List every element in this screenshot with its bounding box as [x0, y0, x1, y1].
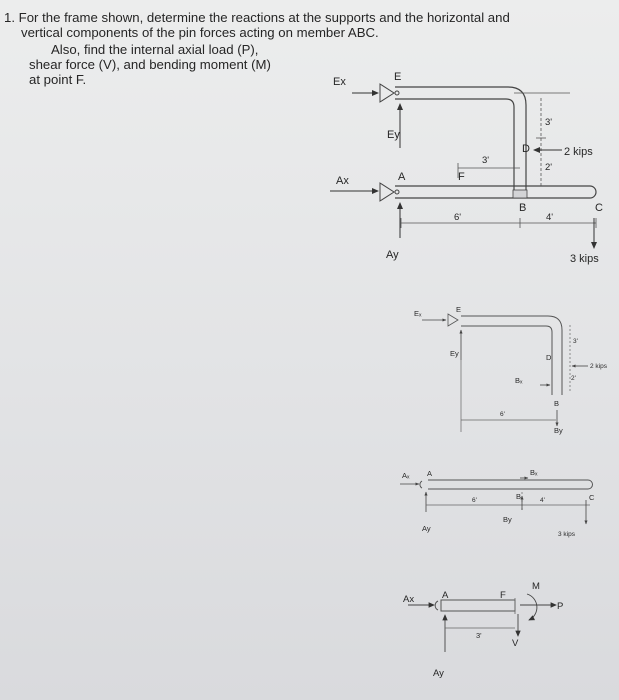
- fbd2-load-2kips: 2 kips: [590, 363, 608, 370]
- problem-line-1: 1. For the frame shown, determine the re…: [4, 10, 510, 25]
- fbd4-label-ay: Ay: [433, 668, 444, 679]
- fbd3-label-ax: Aₓ: [402, 471, 410, 480]
- problem-line-4: shear force (V), and bending moment (M): [29, 57, 271, 72]
- label-ey: Ey: [387, 129, 400, 141]
- fbd3-label-a: A: [427, 469, 432, 478]
- fbd4-label-p: P: [557, 601, 563, 612]
- fbd2-dim-3: 3': [573, 338, 578, 345]
- load-2kips: 2 kips: [564, 146, 593, 158]
- fbd4-label-a: A: [442, 590, 449, 601]
- fbd-section-f: Ax A F M P V Ay 3': [403, 581, 563, 679]
- label-c: C: [595, 202, 603, 214]
- fbd4-label-m: M: [532, 581, 540, 592]
- fbd4-label-ax: Ax: [403, 594, 414, 605]
- fbd-member-ed: Eₓ E Ey Bₓ D B By 3' 2' 6' 2 kips: [414, 305, 608, 435]
- fbd2-dim-6: 6': [500, 411, 505, 418]
- problem-line-3: Also, find the internal axial load (P),: [51, 42, 259, 57]
- fbd3-label-c: C: [589, 493, 595, 502]
- fbd3-dim-4: 4': [540, 497, 545, 504]
- label-b: B: [519, 202, 526, 214]
- member-ed: [395, 86, 527, 196]
- problem-statement: 1. For the frame shown, determine the re…: [4, 10, 614, 87]
- label-ay: Ay: [386, 249, 399, 261]
- fbd2-label-ex: Eₓ: [414, 309, 422, 318]
- fbd2-label-bx: Bₓ: [515, 376, 523, 385]
- label-d: D: [522, 143, 530, 155]
- fbd4-label-f: F: [500, 590, 506, 601]
- label-ex: Ex: [333, 76, 346, 88]
- fbd2-label-e: E: [456, 305, 461, 314]
- fbd3-label-b: B: [516, 492, 521, 501]
- problem-line-5: at point F.: [29, 72, 87, 87]
- dim-3-mid: 3': [482, 155, 489, 166]
- fbd4-label-v: V: [512, 638, 519, 649]
- pin-support-a: [379, 182, 400, 202]
- label-f: F: [458, 171, 465, 183]
- fbd3-dim-6: 6': [472, 497, 477, 504]
- dim-2: 2': [545, 162, 552, 173]
- fbd-member-abc: Aₓ A Ay Bₓ B By C 6' 4' 3 kips: [400, 468, 595, 538]
- fbd2-label-b: B: [554, 399, 559, 408]
- fbd3-label-bx: Bₓ: [530, 468, 538, 477]
- label-ax: Ax: [336, 175, 349, 187]
- load-3kips: 3 kips: [570, 253, 599, 265]
- label-e: E: [394, 71, 401, 83]
- pin-support-e: [379, 83, 400, 103]
- dim-4: 4': [546, 212, 553, 223]
- dim-6: 6': [454, 212, 461, 223]
- fbd2-dim-2: 2': [571, 375, 576, 382]
- fbd3-load-3kips: 3 kips: [558, 531, 576, 538]
- fbd4-dim-3: 3': [476, 631, 482, 640]
- fbd2-label-by: By: [554, 426, 563, 435]
- label-a: A: [398, 171, 406, 183]
- fbd3-label-ay: Ay: [422, 524, 431, 533]
- problem-line-2: vertical components of the pin forces ac…: [21, 25, 379, 40]
- main-frame-diagram: Ex E Ey Ax A F Ay D B C 3' 3' 2' 6' 4' 2…: [330, 71, 603, 265]
- fbd2-label-d: D: [546, 353, 552, 362]
- fbd3-label-by: By: [503, 515, 512, 524]
- dim-3-top: 3': [545, 117, 552, 128]
- fbd2-label-ey: Ey: [450, 349, 459, 358]
- member-abc: [395, 185, 597, 199]
